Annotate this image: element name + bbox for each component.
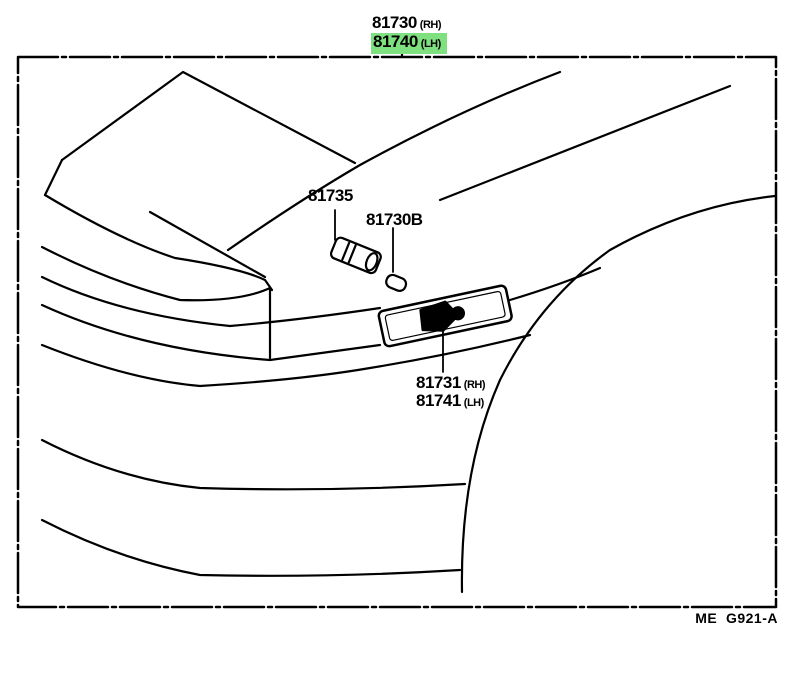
leader-lines — [334, 209, 444, 373]
figure-code: ME G921-A — [695, 610, 778, 626]
callout-81730-rh: 81730(RH) — [372, 13, 442, 34]
callout-81735: 81735 — [308, 187, 353, 205]
frame-border — [16, 55, 778, 609]
part-number: 81730 — [372, 13, 417, 32]
bulb-socket-icon — [329, 236, 382, 275]
part-number: 81740 — [373, 32, 418, 51]
part-number: 81735 — [308, 186, 353, 205]
callout-81730b: 81730B — [366, 211, 423, 229]
side-marker-lamp-icon — [377, 284, 513, 348]
side-label: (LH) — [420, 38, 442, 50]
callout-81740-lh: 81740(LH) — [371, 33, 447, 54]
part-number: 81731 — [416, 373, 461, 392]
bulb-icon — [385, 273, 408, 292]
part-number: 81730B — [366, 210, 423, 229]
car-body — [40, 70, 777, 594]
callout-81731-rh: 81731(RH) — [416, 373, 486, 394]
callout-81741-lh: 81741(LH) — [416, 392, 484, 412]
side-label: (RH) — [463, 379, 486, 391]
side-label: (LH) — [463, 397, 485, 409]
part-number: 81741 — [416, 391, 461, 410]
side-label: (RH) — [419, 19, 442, 31]
